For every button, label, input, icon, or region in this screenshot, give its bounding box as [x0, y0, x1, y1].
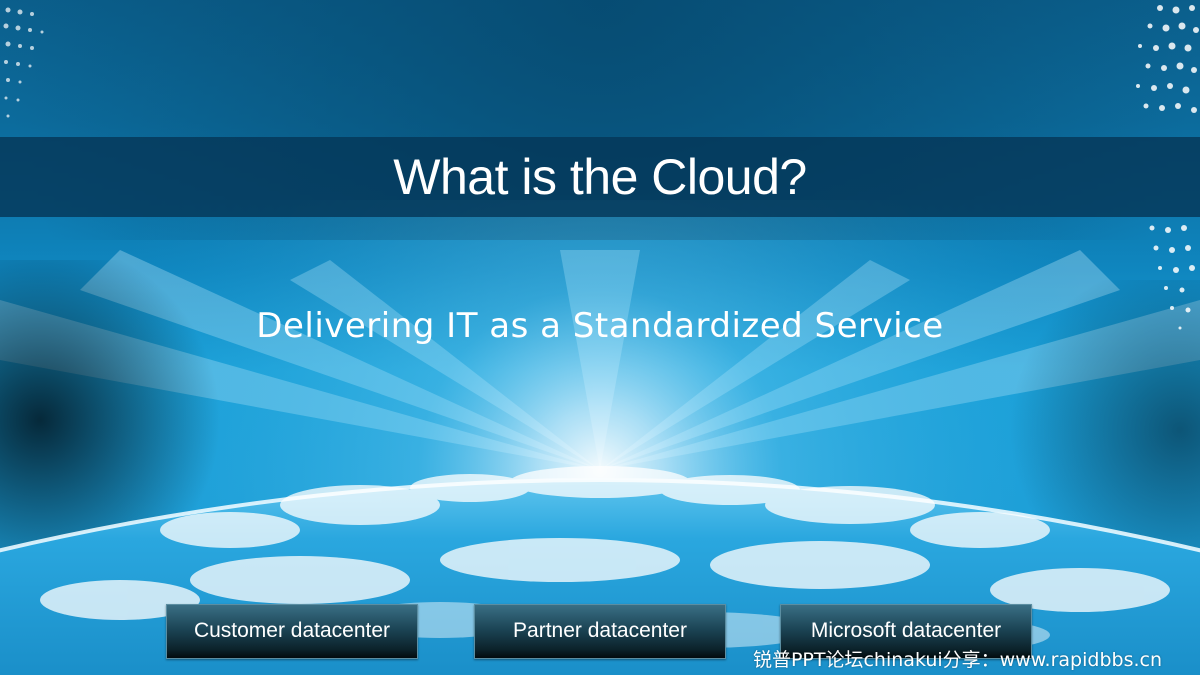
customer-datacenter-label: Customer datacenter: [193, 619, 391, 642]
title-band: What is the Cloud?: [0, 137, 1200, 217]
microsoft-datacenter-label: Microsoft datacenter: [810, 619, 1002, 642]
slide-subtitle: Delivering IT as a Standardized Service: [256, 306, 944, 346]
customer-datacenter-box: Customer datacenter: [166, 604, 418, 659]
partner-datacenter-label: Partner datacenter: [513, 619, 687, 642]
partner-datacenter-box: Partner datacenter: [474, 604, 726, 659]
slide-title: What is the Cloud?: [393, 149, 807, 205]
watermark-text: 锐普PPT论坛chinakui分享：www.rapidbbs.cn: [752, 649, 1162, 671]
microsoft-datacenter-box: Microsoft datacenter: [780, 604, 1032, 659]
